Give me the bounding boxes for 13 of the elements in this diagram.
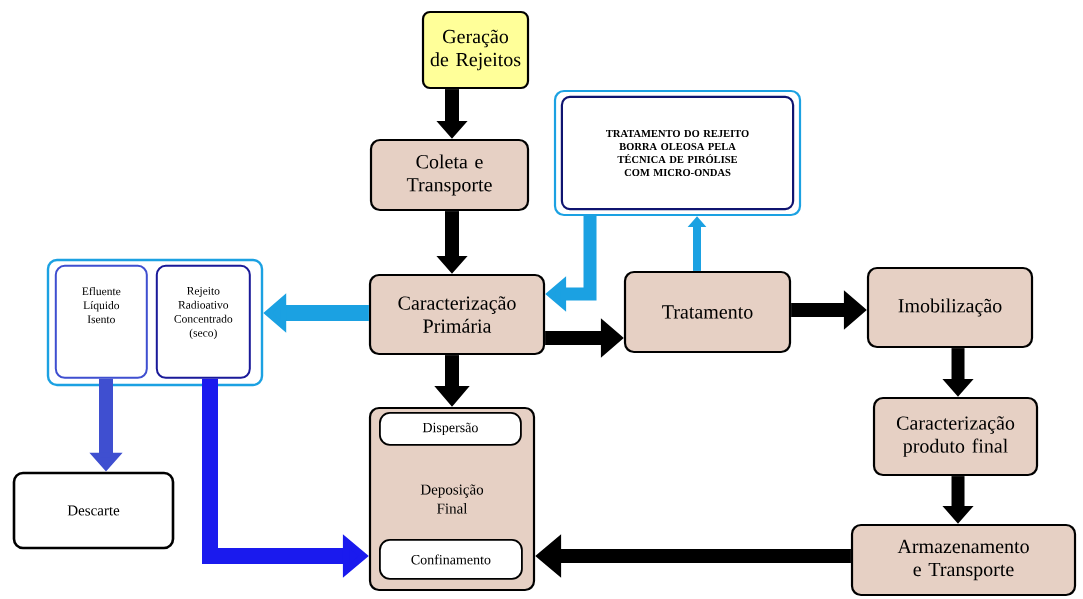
output-box: Rejeito Radioativo Concentrado (seco): [155, 264, 251, 379]
process-box: Imobilização: [866, 266, 1034, 349]
option-box: Confinamento: [379, 539, 523, 580]
process-box: Caracterização Primária: [368, 273, 546, 356]
process-box: Caracterização produto final: [872, 396, 1039, 477]
process-box: Geração de Rejeitos: [421, 10, 530, 90]
option-box: Dispersão: [379, 412, 522, 446]
output-box: Efluente Líquido Isento: [54, 264, 148, 379]
process-box: Tratamento: [623, 270, 792, 354]
note-box: TRATAMENTO DO REJEITO BORRA OLEOSA PELA TÉCNICA DE PIRÓLISE COM MICRO-ONDAS: [553, 89, 802, 217]
process-box: Descarte: [12, 471, 175, 550]
process-box: Coleta e Transporte: [369, 138, 530, 212]
process-box: Armazenamento e Transporte: [850, 523, 1077, 597]
